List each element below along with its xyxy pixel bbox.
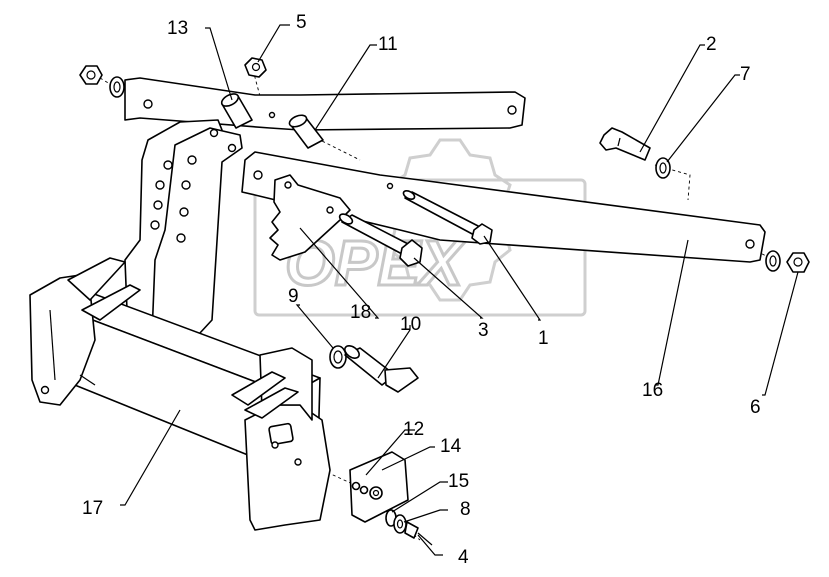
washer-right-lower (765, 250, 781, 272)
callout-3: 3 (478, 320, 489, 341)
callout-5: 5 (296, 12, 307, 33)
bolt-2 (599, 127, 651, 161)
washer-12-set (351, 481, 383, 500)
nut-5 (244, 57, 267, 78)
callout-2: 2 (706, 34, 717, 55)
spacer-bush-11 (288, 114, 324, 149)
washer-9 (329, 345, 347, 369)
callout-15: 15 (448, 471, 469, 492)
washer-8 (393, 514, 407, 534)
nut-6 (786, 252, 810, 273)
callout-10: 10 (400, 314, 421, 335)
callout-7: 7 (740, 64, 751, 85)
bolt-1 (402, 190, 493, 245)
main-frame-17 (29, 119, 331, 531)
leader-lines (120, 24, 799, 556)
spacer-bush-13 (220, 93, 253, 129)
lower-link-arm-16 (241, 151, 766, 263)
washer-left-upper (109, 76, 125, 98)
callout-14: 14 (440, 436, 462, 457)
callout-labels: 13 5 11 2 7 6 16 1 3 18 9 10 12 14 15 8 … (82, 12, 761, 568)
callout-4: 4 (458, 547, 469, 568)
callout-9: 9 (288, 286, 299, 307)
callout-17: 17 (82, 498, 103, 519)
callout-16: 16 (642, 380, 663, 401)
callout-8: 8 (460, 499, 471, 520)
callout-12: 12 (403, 419, 424, 440)
pin-10 (344, 345, 419, 393)
callout-13: 13 (167, 18, 188, 39)
callout-1: 1 (538, 328, 549, 349)
callout-6: 6 (750, 397, 761, 418)
screw-4 (404, 521, 433, 546)
pin-3 (338, 213, 423, 267)
washer-7 (655, 157, 671, 179)
nut-left-upper (79, 65, 103, 85)
callout-18: 18 (350, 302, 371, 323)
callout-11: 11 (378, 34, 398, 55)
hook-bracket-18 (269, 174, 351, 261)
upper-link-arm (124, 77, 526, 131)
